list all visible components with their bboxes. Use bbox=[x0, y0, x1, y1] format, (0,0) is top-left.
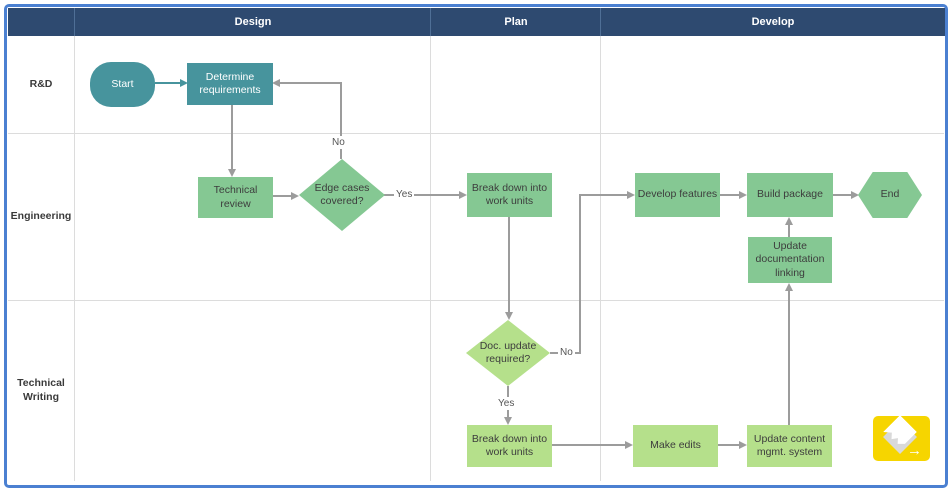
edge-review-edgecases bbox=[273, 195, 292, 197]
edge-label-no: No bbox=[558, 346, 575, 359]
node-make-edits: Make edits bbox=[633, 425, 718, 467]
node-label: Develop features bbox=[637, 188, 718, 201]
node-update-content-mgmt-system: Update content mgmt. system bbox=[747, 425, 832, 467]
phase-label: Develop bbox=[751, 16, 795, 28]
arrowhead-right bbox=[625, 441, 633, 449]
lane-label-engineering: Engineering bbox=[10, 209, 72, 222]
edge-docno-vertical bbox=[579, 195, 581, 354]
arrowhead-right bbox=[739, 191, 747, 199]
grid-vline bbox=[430, 36, 431, 481]
node-update-documentation-linking: Update documentation linking bbox=[748, 237, 832, 283]
node-label: Doc. update required? bbox=[479, 339, 537, 365]
phase-header-plan: Plan bbox=[430, 8, 601, 36]
node-build-package: Build package bbox=[747, 173, 833, 217]
arrowhead-right bbox=[459, 191, 467, 199]
node-doc-update-required: Doc. update required? bbox=[466, 320, 550, 386]
diagram-app-logo-icon[interactable]: → bbox=[873, 416, 930, 461]
edge-label-yes: Yes bbox=[394, 188, 415, 201]
phase-header-develop: Develop bbox=[600, 8, 945, 36]
arrowhead-down bbox=[228, 169, 236, 177]
arrowhead-right bbox=[739, 441, 747, 449]
node-label: Update documentation linking bbox=[755, 240, 825, 279]
node-determine-requirements: Determine requirements bbox=[187, 63, 273, 105]
phase-label: Plan bbox=[504, 16, 528, 28]
grid-vline bbox=[600, 36, 601, 481]
node-break-down-work-units-eng: Break down into work units bbox=[467, 173, 552, 217]
edge-label-yes: Yes bbox=[496, 397, 517, 410]
node-label: End bbox=[880, 188, 900, 201]
node-label: Determine requirements bbox=[199, 70, 261, 96]
node-technical-review: Technical review bbox=[198, 177, 273, 218]
node-break-down-work-units-tw: Break down into work units bbox=[467, 425, 552, 467]
edge-no-loop-vertical bbox=[340, 83, 342, 159]
edge-cms-doclinking bbox=[788, 291, 790, 425]
arrowhead-down bbox=[505, 312, 513, 320]
grid-hline bbox=[8, 133, 944, 134]
node-label: Break down into work units bbox=[471, 432, 548, 458]
grid-hline bbox=[8, 300, 944, 301]
phase-label: Design bbox=[234, 16, 272, 28]
edge-yes-breakdown bbox=[384, 194, 460, 196]
lane-label-technical-writing: Technical Writing bbox=[17, 377, 65, 403]
phase-header-design: Design bbox=[74, 8, 431, 36]
node-develop-features: Develop features bbox=[635, 173, 720, 217]
arrowhead-right bbox=[291, 192, 299, 200]
node-label: Break down into work units bbox=[471, 181, 548, 207]
edge-doclinking-build bbox=[788, 225, 790, 237]
arrowhead-right bbox=[627, 191, 635, 199]
edge-docno-h2 bbox=[579, 194, 628, 196]
node-end: End bbox=[858, 172, 922, 218]
arrowhead-up bbox=[785, 217, 793, 225]
logo-arrow-icon: → bbox=[907, 442, 922, 459]
arrowhead-left bbox=[272, 79, 280, 87]
edge-develop-build bbox=[720, 194, 740, 196]
node-label: Update content mgmt. system bbox=[753, 432, 826, 458]
node-label: Build package bbox=[757, 188, 823, 201]
edge-no-loop-horizontal bbox=[279, 82, 342, 84]
arrowhead-right bbox=[180, 79, 188, 87]
node-label: Make edits bbox=[650, 439, 701, 452]
header-corner-cell bbox=[8, 8, 74, 36]
edge-label-no: No bbox=[330, 136, 347, 149]
node-label: Start bbox=[111, 77, 134, 90]
edge-makeedits-cms bbox=[718, 444, 740, 446]
node-label: Technical review bbox=[213, 184, 258, 210]
edge-build-end bbox=[833, 194, 852, 196]
edge-start-determine bbox=[155, 82, 181, 84]
edge-determine-review bbox=[231, 105, 233, 169]
node-start: Start bbox=[90, 62, 155, 107]
edge-breakdown-docupdate bbox=[508, 217, 510, 313]
grid-vline bbox=[74, 36, 75, 481]
edge-breakdown-makeedits bbox=[552, 444, 626, 446]
arrowhead-up bbox=[785, 283, 793, 291]
arrowhead-right bbox=[851, 191, 859, 199]
node-label: Edge cases covered? bbox=[314, 181, 370, 207]
arrowhead-down bbox=[504, 417, 512, 425]
lane-label-rd: R&D bbox=[29, 77, 53, 90]
